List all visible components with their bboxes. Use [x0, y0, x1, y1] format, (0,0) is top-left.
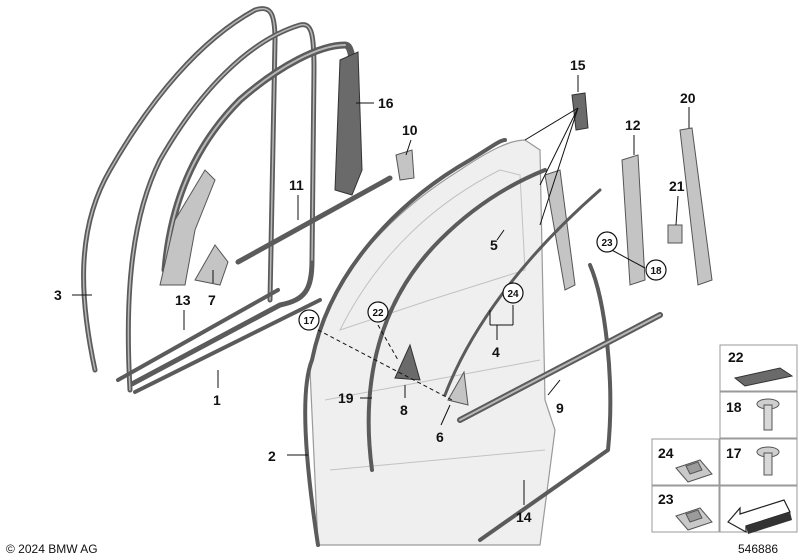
b-pillar-20	[679, 127, 713, 286]
callout-9: 9	[556, 400, 564, 416]
door-seal-outer	[81, 6, 278, 373]
pad-icon	[733, 367, 794, 387]
belt-seal-13	[116, 288, 280, 382]
inner-frame-seal-19	[366, 168, 547, 472]
legend-label-18: 18	[726, 399, 742, 415]
callout-12: 12	[625, 117, 641, 133]
svg-text:24: 24	[507, 289, 519, 300]
leader-lines	[72, 75, 690, 505]
callout-7: 7	[208, 292, 216, 308]
moulding-9	[457, 312, 663, 423]
callout-1: 1	[213, 392, 221, 408]
clip-nut-24-icon	[675, 459, 713, 483]
callout-14: 14	[516, 509, 532, 525]
callout-4: 4	[492, 344, 500, 360]
legend-cell-18	[719, 391, 798, 439]
callout-22-circle: 22	[367, 301, 389, 323]
callout-15: 15	[570, 57, 586, 73]
door-frame-seal-2	[303, 138, 507, 547]
callout-11: 11	[289, 177, 304, 193]
window-channel-11	[235, 175, 393, 265]
screw-18-icon	[756, 398, 780, 431]
circled-callouts: 17 22 24 23 18	[298, 231, 667, 331]
callout-6: 6	[436, 429, 444, 445]
callout-23-circle: 23	[596, 231, 618, 253]
legend-cell-17	[719, 438, 798, 486]
arrow-icon	[727, 499, 792, 534]
corner-piece-7	[194, 244, 229, 286]
callout-24-circle: 24	[502, 282, 524, 304]
callout-20: 20	[680, 90, 696, 106]
legend-cell-23	[651, 485, 720, 533]
clip-10	[395, 149, 415, 181]
b-pillar-trim	[544, 169, 576, 291]
callout-21: 21	[669, 178, 685, 194]
rear-seal-14	[478, 263, 613, 542]
diagram-number: 546886	[738, 542, 778, 556]
legend-label-17: 17	[726, 445, 742, 461]
callout-19: 19	[338, 390, 354, 406]
callout-17-circle: 17	[298, 309, 320, 331]
legend-label-24: 24	[658, 445, 674, 461]
legend-label-22: 22	[728, 349, 744, 365]
svg-text:22: 22	[372, 308, 384, 319]
plate-21	[667, 224, 683, 244]
pillar-cover-16	[159, 51, 363, 286]
screw-17-icon	[756, 446, 780, 476]
legend-grid: 22 18 24 17 23	[651, 344, 798, 534]
mirror-triangle-8	[394, 343, 421, 381]
svg-text:18: 18	[650, 266, 662, 277]
callout-16: 16	[378, 95, 394, 111]
legend-label-23: 23	[658, 491, 674, 507]
callout-8: 8	[400, 402, 408, 418]
b-pillar-12	[621, 154, 646, 286]
callout-18-circle: 18	[645, 259, 667, 281]
callout-3: 3	[54, 287, 62, 303]
mirror-triangle-6	[447, 370, 469, 406]
copyright: © 2024 BMW AG	[6, 542, 98, 556]
callout-10: 10	[402, 122, 418, 138]
callout-2: 2	[268, 448, 276, 464]
svg-text:23: 23	[601, 238, 613, 249]
applique-15	[571, 92, 589, 131]
svg-text:17: 17	[303, 316, 315, 327]
callout-5: 5	[490, 237, 498, 253]
callout-labels: 3 1 2 13 7 11 16 10 15 12 20 21 5 4 19 8…	[54, 57, 696, 525]
callout-13: 13	[175, 292, 191, 308]
window-channel-5	[443, 188, 602, 397]
clip-nut-23-icon	[675, 507, 713, 531]
door-seal-inner	[125, 22, 322, 394]
